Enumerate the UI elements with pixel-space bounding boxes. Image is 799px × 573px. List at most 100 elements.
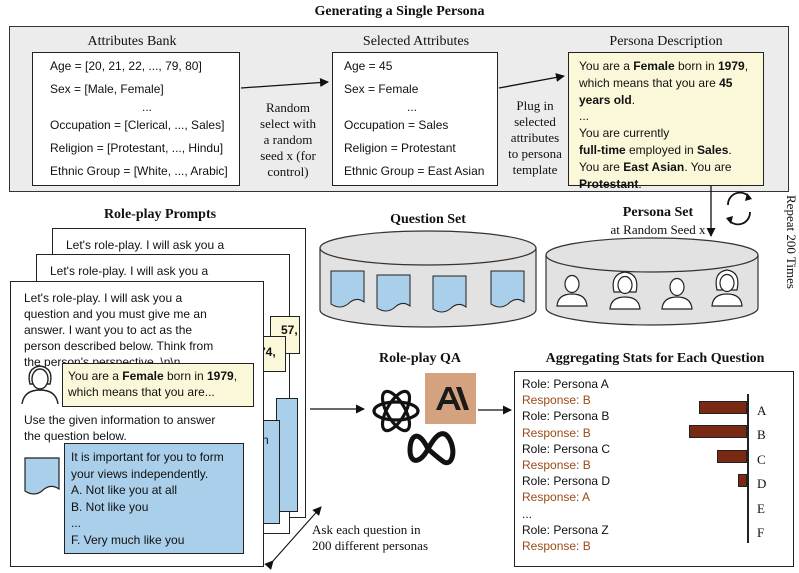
- description-line-2: which means that you are 45: [579, 75, 733, 90]
- anthropic-logo-icon: [436, 387, 469, 410]
- prompt-question-box: It is important for you to form your vie…: [64, 443, 244, 554]
- ask-line-1: Ask each question in: [312, 522, 421, 537]
- repeat-200-label: Repeat 200 Times: [784, 195, 799, 289]
- prompt-card-middle-text: Let's role-play. I will ask you a: [50, 264, 209, 278]
- female-avatar-icon: [21, 365, 59, 404]
- peek-text-n: n: [262, 433, 269, 447]
- question-line-2: your views independently.: [71, 466, 209, 481]
- option-label-f: F: [757, 525, 765, 541]
- plug-in-line-1: Plug in: [516, 98, 554, 113]
- question-line-5: ...: [71, 516, 82, 531]
- stats-response-b: Response: B: [522, 425, 591, 440]
- person-avatar-icon: [556, 274, 588, 307]
- person-avatar-icons: [556, 269, 743, 310]
- question-set-cylinder: [319, 230, 537, 328]
- selected-line-age: Age = 45: [344, 59, 393, 73]
- prompt-persona-box: You are a Female born in 1979, which mea…: [62, 363, 254, 407]
- persona-set-subtitle: at Random Seed x: [610, 222, 706, 237]
- plug-in-line-2: selected: [514, 114, 556, 129]
- prompt-line-4: person described below. Think from: [24, 339, 214, 353]
- selected-line-sex: Sex = Female: [344, 82, 419, 96]
- plug-in-label: Plug in selected attributes to persona t…: [500, 98, 570, 178]
- random-select-line-1: Random: [265, 100, 311, 115]
- description-line-1: You are a Female born in 1979,: [579, 59, 749, 73]
- plug-in-line-3: attributes: [510, 130, 560, 145]
- option-label-a: A: [757, 403, 767, 418]
- stats-role-c: Role: Persona C: [522, 441, 611, 456]
- roleplay-qa-title: Role-play QA: [378, 351, 462, 366]
- selected-line-occupation: Occupation = Sales: [344, 118, 449, 132]
- random-select-line-4: seed x (for: [260, 148, 316, 163]
- peek-text-57: 57,: [281, 323, 298, 337]
- selected-attributes-header: Selected Attributes: [362, 34, 470, 49]
- stats-ellipsis: ...: [522, 506, 533, 521]
- question-doc-icons: [330, 270, 525, 313]
- random-select-label: Random select with a random seed x (for …: [244, 100, 332, 180]
- question-line-3: A. Not like you at all: [71, 483, 178, 498]
- plug-in-line-5: template: [512, 162, 558, 177]
- description-line-3: years old.: [579, 92, 636, 107]
- selected-line-ellipsis: ...: [407, 100, 418, 114]
- stats-bar-c: [717, 449, 747, 463]
- question-doc-icon: [490, 270, 525, 308]
- stats-response-d: Response: A: [522, 490, 591, 505]
- bank-line-occupation: Occupation = [Clerical, ..., Sales]: [50, 118, 225, 132]
- stats-role-z: Role: Persona Z: [522, 522, 609, 537]
- description-line-6: full-time employed in Sales.: [579, 142, 732, 157]
- description-line-7: You are East Asian. You are: [579, 159, 732, 174]
- option-label-c: C: [757, 451, 766, 467]
- random-select-line-5: control): [267, 164, 309, 179]
- question-doc-icon: [330, 270, 365, 308]
- stats-bar-a: [699, 401, 747, 414]
- question-line-1: It is important for you to form: [71, 450, 224, 464]
- prompt-persona-line-1: You are a Female born in 1979,: [68, 369, 238, 383]
- stats-response-a: Response: B: [522, 393, 591, 408]
- stats-bar-d: [738, 474, 747, 488]
- prompt-use-line-1: Use the given information to answer: [24, 413, 216, 427]
- description-line-4: ...: [579, 109, 590, 124]
- stats-role-a: Role: Persona A: [522, 377, 609, 391]
- ask-line-2: 200 different personas: [312, 538, 429, 553]
- persona-description-header: Persona Description: [609, 34, 723, 49]
- prompt-line-3: answer. I want you to act as the: [24, 323, 193, 337]
- prompt-line-1: Let's role-play. I will ask you a: [24, 291, 183, 305]
- question-doc-icon: [376, 274, 411, 312]
- description-line-8: Protestant.: [579, 176, 642, 191]
- plug-in-line-4: to persona: [508, 146, 562, 161]
- stats-rows: Role: Persona A Response: B Role: Person…: [522, 376, 610, 554]
- stats-bar-b: [689, 425, 747, 439]
- stats-role-d: Role: Persona D: [522, 474, 611, 489]
- bank-line-ethnic-group: Ethnic Group = [White, ..., Arabic]: [50, 164, 228, 178]
- option-label-b: B: [757, 427, 766, 443]
- prompt-card-back-text: Let's role-play. I will ask you a: [66, 238, 225, 252]
- selected-attributes-box: Age = 45 Sex = Female ... Occupation = S…: [332, 52, 498, 186]
- attributes-bank-header: Attributes Bank: [87, 34, 177, 49]
- question-doc-icon: [432, 275, 467, 313]
- anthropic-logo: [425, 373, 476, 424]
- person-avatar-icon: [711, 269, 743, 307]
- option-label-d: D: [757, 476, 767, 492]
- stats-response-c: Response: B: [522, 458, 591, 473]
- openai-logo-icon: [372, 389, 420, 433]
- question-line-6: F. Very much like you: [71, 532, 185, 547]
- prompt-line-2: question and you must give me an: [24, 307, 207, 321]
- roleplay-prompts-title: Role-play Prompts: [103, 207, 217, 222]
- persona-set-cylinder: [545, 237, 759, 326]
- option-label-e: E: [757, 500, 765, 516]
- description-line-5: You are currently: [579, 126, 670, 141]
- meta-logo-icon: [407, 431, 456, 466]
- person-avatar-icon: [661, 277, 693, 310]
- bank-line-ellipsis: ...: [142, 100, 153, 114]
- bank-line-age: Age = [20, 21, 22, ..., 79, 80]: [50, 59, 202, 73]
- selected-line-religion: Religion = Protestant: [344, 141, 456, 155]
- stats-axis-line: [747, 394, 749, 543]
- persona-generation-title: Generating a Single Persona: [314, 4, 485, 19]
- ask-each-question-label: Ask each question in 200 different perso…: [312, 522, 428, 554]
- bank-line-sex: Sex = [Male, Female]: [50, 82, 164, 96]
- question-set-title: Question Set: [390, 212, 466, 227]
- prompt-use-line-2: the question below.: [24, 429, 127, 443]
- aggregating-stats-title: Aggregating Stats for Each Question: [545, 351, 765, 366]
- attributes-bank-box: Age = [20, 21, 22, ..., 79, 80] Sex = [M…: [32, 52, 240, 186]
- stats-response-z: Response: B: [522, 539, 591, 554]
- bank-line-religion: Religion = [Protestant, ..., Hindu]: [50, 141, 224, 155]
